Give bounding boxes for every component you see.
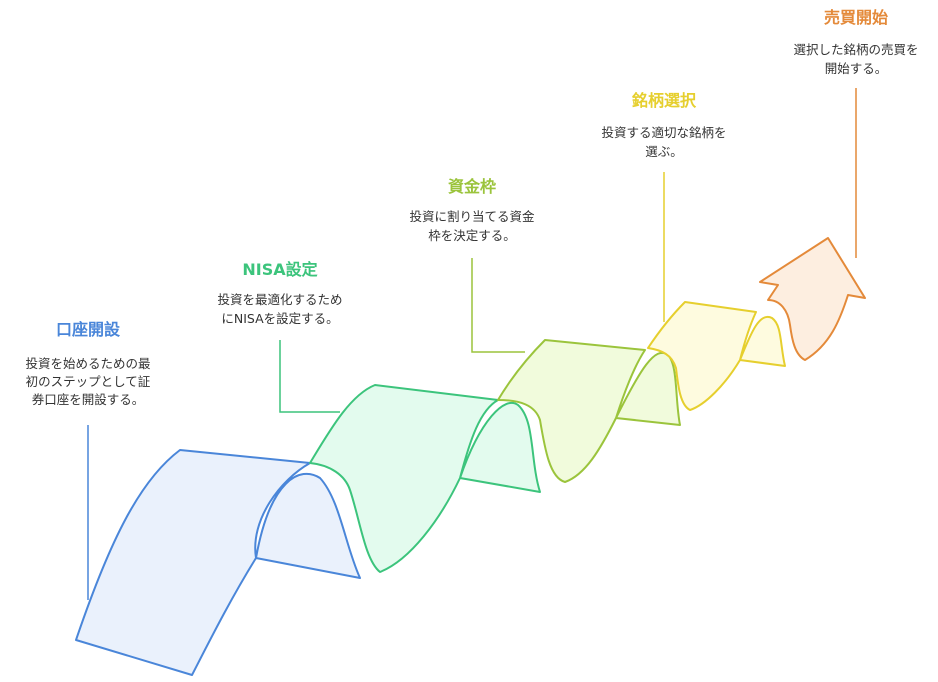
step-2-title: NISA設定 — [242, 260, 317, 279]
connector-line-2 — [279, 340, 340, 413]
step-1-title: 口座開設 — [56, 320, 121, 339]
arrow-head — [759, 237, 866, 361]
step-3-label: 資金枠 投資に割り当てる資金 枠を決定する。 — [409, 177, 535, 243]
step-5-desc-line-1: 選択した銘柄の売買を — [793, 42, 918, 57]
arrow-head-shape — [759, 237, 866, 361]
ribbon-segment-3 — [497, 339, 681, 483]
step-2-label: NISA設定 投資を最適化するため にNISAを設定する。 — [217, 260, 342, 326]
step-4-title: 銘柄選択 — [632, 91, 697, 110]
step-1-desc-line-1: 投資を始めるための最 — [25, 356, 151, 371]
step-5-label: 売買開始 選択した銘柄の売買を 開始する。 — [793, 8, 918, 76]
step-2-desc-line-2: にNISAを設定する。 — [221, 311, 338, 326]
step-5-desc-line-2: 開始する。 — [825, 61, 888, 76]
ribbon-segment-4 — [647, 301, 786, 411]
ribbon-1-shape — [75, 449, 361, 676]
step-4-desc-line-2: 選ぶ。 — [645, 144, 683, 159]
step-1-desc-line-3: 券口座を開設する。 — [32, 392, 145, 407]
step-4-desc-line-1: 投資する適切な銘柄を — [601, 125, 726, 140]
step-3-title: 資金枠 — [448, 177, 496, 196]
step-1-desc-line-2: 初のステップとして証 — [26, 374, 151, 389]
step-5-title: 売買開始 — [824, 8, 888, 27]
connector-line-3 — [471, 258, 525, 353]
step-1-label: 口座開設 投資を始めるための最 初のステップとして証 券口座を開設する。 — [25, 320, 151, 407]
step-2-desc-line-1: 投資を最適化するため — [217, 292, 342, 307]
ribbon-3-shape — [497, 339, 681, 483]
ribbon-4-shape — [647, 301, 786, 411]
step-4-label: 銘柄選択 投資する適切な銘柄を 選ぶ。 — [601, 91, 726, 159]
step-3-desc-line-2: 枠を決定する。 — [428, 228, 516, 243]
ribbon-segment-1 — [75, 449, 361, 676]
step-3-desc-line-1: 投資に割り当てる資金 — [409, 209, 535, 224]
